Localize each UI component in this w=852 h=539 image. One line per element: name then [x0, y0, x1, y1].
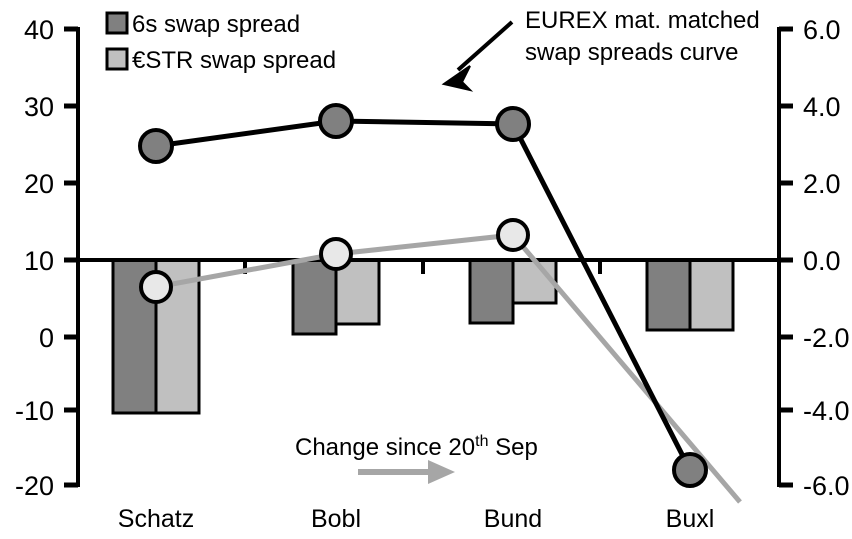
eurex-marker-buxl [672, 452, 708, 488]
eurex-marker-bund [495, 106, 531, 142]
category-label-bund: Bund [484, 505, 542, 533]
eurex-marker-schatz [138, 128, 174, 164]
annotation-eurex-line1: EUREX mat. matched [525, 7, 760, 34]
category-label-buxl: Buxl [666, 505, 715, 533]
bar-buxl-estr [688, 258, 735, 332]
category-label-bobl: Bobl [311, 505, 361, 533]
left-tick-label-30: 30 [24, 92, 54, 122]
eurex-line-path [155, 118, 693, 472]
legend-swatch-6s [105, 11, 129, 35]
annotation-eurex-line2: swap spreads curve [525, 39, 738, 66]
right-tick-label-6: 6.0 [803, 15, 841, 45]
annotation-change-suffix: Sep [488, 434, 537, 461]
bar-bund-6s [468, 258, 515, 325]
eurex-marker-bobl [318, 103, 354, 139]
change-since-line-path [155, 232, 742, 504]
left-tick-label-20: 20 [24, 169, 54, 199]
left-tick-label-minus10: -10 [15, 396, 54, 426]
left-tick-label-0: 0 [39, 323, 54, 353]
legend-label-6s: 6s swap spread [132, 11, 300, 38]
legend-label-estr: €STR swap spread [132, 47, 336, 74]
change-since-marker-bobl [319, 237, 353, 271]
bar-bobl-estr [334, 258, 381, 326]
right-tick-label-minus4: -4.0 [803, 396, 850, 426]
left-tick-label-minus20: -20 [15, 471, 54, 501]
left-tick-label-40: 40 [24, 15, 54, 45]
legend-swatch-estr [105, 47, 129, 71]
annotation-change-sup: th [475, 433, 488, 450]
left-axis-tick-labels: 40 30 20 10 0 -10 -20 [15, 15, 54, 501]
left-axis [64, 26, 80, 488]
change-since-marker-schatz [139, 270, 173, 304]
bar-bobl-6s [291, 258, 338, 336]
right-tick-label-4: 4.0 [803, 92, 841, 122]
legend: 6s swap spread €STR swap spread [105, 11, 336, 74]
right-tick-label-minus2: -2.0 [803, 323, 850, 353]
annotation-change-prefix: Change since 20 [295, 434, 475, 461]
right-tick-label-minus6: -6.0 [803, 471, 850, 501]
annotation-change-text: Change since 20th Sep [295, 433, 538, 461]
right-axis [777, 26, 793, 488]
annotation-eurex-curve: EUREX mat. matched swap spreads curve [441, 7, 760, 92]
series-line-eurex [138, 103, 708, 488]
right-tick-label-2: 2.0 [803, 169, 841, 199]
bar-buxl-6s [645, 258, 692, 332]
change-since-arrow-head-icon [428, 460, 455, 484]
change-since-marker-bund [496, 218, 530, 252]
category-label-schatz: Schatz [118, 505, 194, 533]
left-tick-label-10: 10 [24, 246, 54, 276]
annotation-change-since: Change since 20th Sep [295, 433, 538, 484]
right-tick-label-0: 0.0 [803, 246, 841, 276]
bar-bund-estr [511, 258, 558, 305]
annotation-arrow-head-icon [441, 65, 474, 92]
series-line-change-since [139, 218, 742, 504]
right-axis-tick-labels: 6.0 4.0 2.0 0.0 -2.0 -4.0 -6.0 [803, 15, 850, 501]
annotation-arrow-shaft [456, 20, 514, 72]
x-axis-category-labels: Schatz Bobl Bund Buxl [118, 505, 715, 533]
